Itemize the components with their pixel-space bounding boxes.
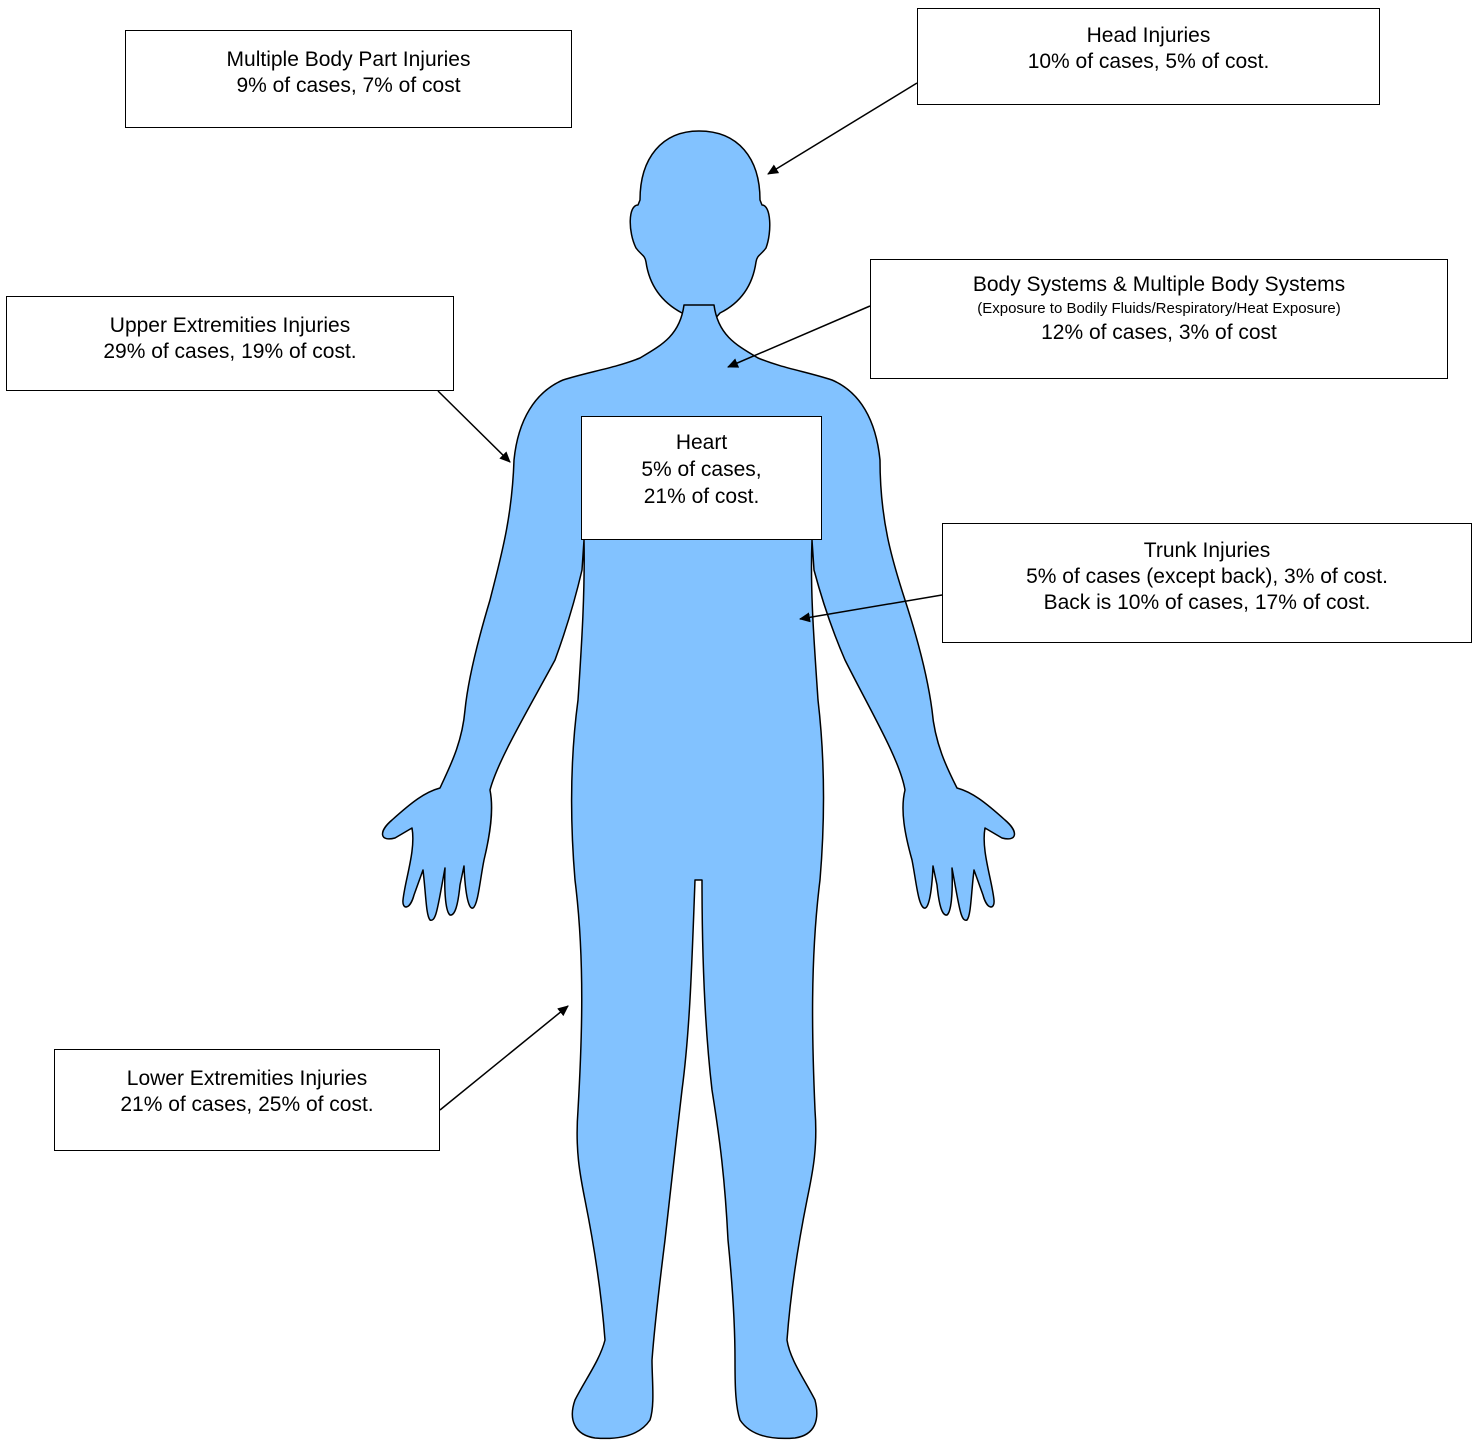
callout-stats-line2: 21% of cost. xyxy=(582,483,821,510)
callout-stats-line1: 5% of cases (except back), 3% of cost. xyxy=(943,564,1471,590)
callout-stats-line1: 5% of cases, xyxy=(582,456,821,483)
callout-stats: 21% of cases, 25% of cost. xyxy=(55,1092,439,1118)
callout-stats-line2: Back is 10% of cases, 17% of cost. xyxy=(943,590,1471,616)
callout-body-systems: Body Systems & Multiple Body Systems (Ex… xyxy=(870,259,1448,379)
callout-stats: 10% of cases, 5% of cost. xyxy=(918,49,1379,75)
callout-stats: 29% of cases, 19% of cost. xyxy=(7,339,453,365)
callout-lower-extremities-injuries: Lower Extremities Injuries 21% of cases,… xyxy=(54,1049,440,1151)
callout-upper-extremities-injuries: Upper Extremities Injuries 29% of cases,… xyxy=(6,296,454,391)
callout-trunk-injuries: Trunk Injuries 5% of cases (except back)… xyxy=(942,523,1472,643)
arrow-lower-extremities xyxy=(440,1006,568,1110)
callout-title: Multiple Body Part Injuries xyxy=(126,47,571,73)
callout-stats: 9% of cases, 7% of cost xyxy=(126,73,571,99)
callout-title: Heart xyxy=(582,429,821,456)
callout-title: Lower Extremities Injuries xyxy=(55,1066,439,1092)
arrow-body-systems xyxy=(728,306,870,367)
callout-multiple-body-part-injuries: Multiple Body Part Injuries 9% of cases,… xyxy=(125,30,572,128)
callout-title: Body Systems & Multiple Body Systems xyxy=(871,272,1447,298)
callout-stats: 12% of cases, 3% of cost xyxy=(871,320,1447,346)
callout-heart: Heart 5% of cases, 21% of cost. xyxy=(581,416,822,540)
callout-title: Upper Extremities Injuries xyxy=(7,313,453,339)
arrow-head xyxy=(768,83,917,174)
callout-subtitle: (Exposure to Bodily Fluids/Respiratory/H… xyxy=(871,298,1447,320)
arrow-upper-extremities xyxy=(438,391,510,462)
callout-head-injuries: Head Injuries 10% of cases, 5% of cost. xyxy=(917,8,1380,105)
callout-title: Head Injuries xyxy=(918,23,1379,49)
head-shape xyxy=(630,131,770,320)
callout-title: Trunk Injuries xyxy=(943,538,1471,564)
